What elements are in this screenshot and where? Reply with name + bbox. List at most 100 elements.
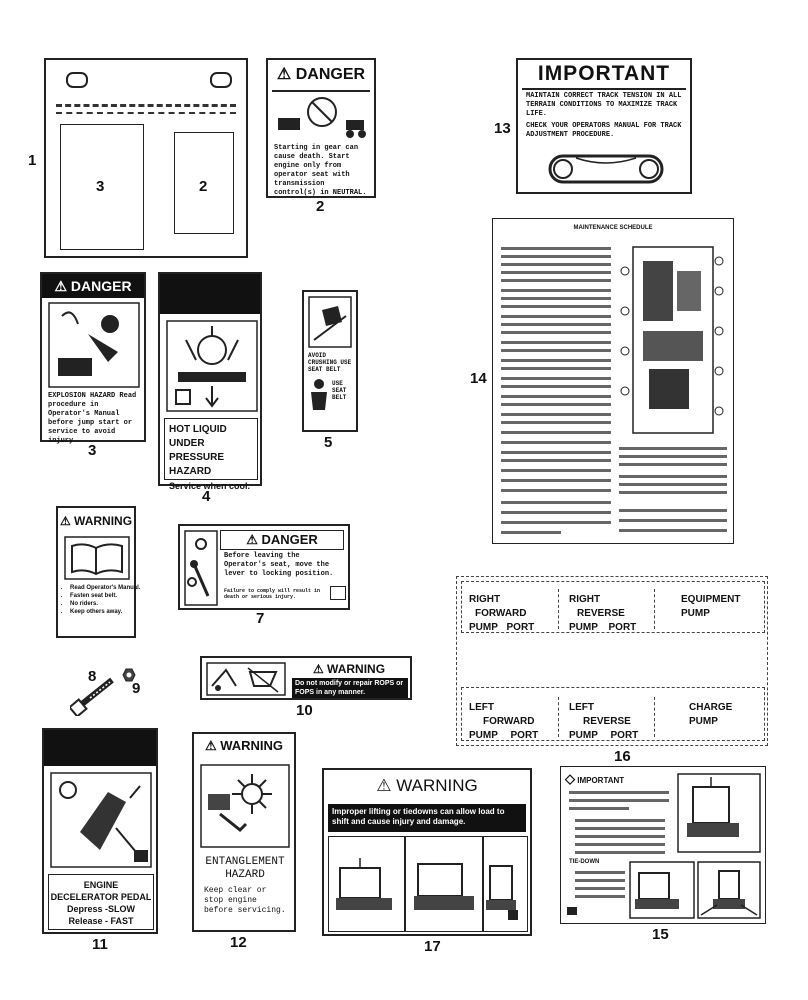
text-line <box>501 367 611 370</box>
depress-slow-text: Depress -SLOW <box>66 904 135 914</box>
tiedown-pictogram-1 <box>629 861 695 919</box>
schedule-title: MAINTENANCE SCHEDULE <box>573 225 653 231</box>
header-rule <box>522 88 686 90</box>
warning-header: ⚠ WARNING <box>194 738 294 754</box>
use-seat-belt-text: USE SEAT BELT <box>332 380 347 401</box>
warning-list: Read Operator's Manual. Fasten seat belt… <box>60 584 144 616</box>
callout-10: 10 <box>296 702 313 719</box>
warning-triangle-icon: ⚠ <box>246 532 258 547</box>
text-line <box>501 459 611 462</box>
entanglement-message: Keep clear or stop engine before servici… <box>204 886 286 915</box>
word: PORT <box>608 622 637 633</box>
text-line <box>501 441 611 444</box>
text-line <box>501 359 611 362</box>
callout-4: 4 <box>202 488 211 505</box>
battery-explosion-pictogram <box>48 302 140 388</box>
label-charge-pump: CHARGE PUMP <box>657 697 761 737</box>
decelerator-pedal-pictogram <box>50 772 152 868</box>
rollover-pictogram <box>308 296 352 348</box>
radiator-spray-pictogram <box>166 320 258 412</box>
callout-16: 16 <box>614 748 631 765</box>
word: FORWARD <box>483 716 535 727</box>
text-line <box>501 489 611 492</box>
text-line <box>575 827 665 830</box>
failure-text: Failure to comply will result in death o… <box>224 588 321 600</box>
text-line <box>501 255 611 258</box>
text-line <box>501 349 611 352</box>
warning-header-bar <box>44 730 156 766</box>
callout-12: 12 <box>230 934 247 951</box>
port-row-top <box>461 581 765 633</box>
perforation-line <box>56 104 236 107</box>
lift-pictogram <box>677 773 761 853</box>
warning-header-text: WARNING <box>74 514 133 528</box>
danger-header-text: DANGER <box>295 66 366 83</box>
decal-warning-manual: ⚠ WARNING Read Operator's Manual. Fasten… <box>56 506 140 638</box>
danger-header: ⚠ DANGER <box>42 274 144 298</box>
tiedown-pictogram-2 <box>697 861 761 919</box>
callout-14: 14 <box>470 370 487 387</box>
sheet-panel-2 <box>174 132 234 234</box>
entanglement-title: ENTANGLEMENT HAZARD <box>205 856 285 881</box>
callout-17: 17 <box>424 938 441 955</box>
text-line <box>501 521 611 524</box>
text-line <box>575 871 625 874</box>
decal-sheet-1: 3 2 <box>44 58 248 258</box>
decal-16-pump-ports: RIGHT FORWARD PUMP PORT RIGHT REVERSE PU… <box>456 576 768 746</box>
text-line <box>575 887 625 890</box>
open-book-icon <box>64 536 130 580</box>
text-line <box>501 421 611 424</box>
callout-1: 1 <box>28 152 37 169</box>
lift-panel-1 <box>328 836 406 932</box>
text-line <box>501 413 611 416</box>
danger-header-text: DANGER <box>70 278 132 294</box>
list-item: Read Operator's Manual. <box>70 584 144 592</box>
text-line <box>619 529 727 532</box>
warning-triangle-icon: ⚠ <box>312 662 324 676</box>
explosion-message: EXPLOSION HAZARD Read procedure in Opera… <box>48 392 137 445</box>
decal-17-lifting-warning: ⚠ WARNING Improper lifting or tiedowns c… <box>322 768 532 936</box>
fan-entanglement-pictogram <box>200 764 290 848</box>
text-line <box>575 851 665 854</box>
service-cool-text: Service when cool. <box>169 481 251 491</box>
lift-panel-3 <box>482 836 528 932</box>
decal-15-important-tiedown: ◇ IMPORTANT TIE-DOWN <box>560 766 766 924</box>
text-line <box>569 799 669 802</box>
word: PORT <box>610 730 639 741</box>
callout-13: 13 <box>494 120 511 137</box>
important-header: ◇ IMPORTANT <box>565 771 624 787</box>
text-line <box>501 297 611 300</box>
callout-8: 8 <box>88 668 97 685</box>
hot-liquid-panel: HOT LIQUID UNDER PRESSURE HAZARD Service… <box>164 418 258 491</box>
lift-panel-2 <box>404 836 484 932</box>
warning-triangle-icon: ⚠ <box>204 738 217 753</box>
danger-header: ⚠ DANGER <box>220 530 344 550</box>
dozer-lifting-pictogram <box>336 858 518 920</box>
pedal-title: ENGINE DECELERATOR PEDAL <box>50 880 152 902</box>
pedal-text-panel: ENGINE DECELERATOR PEDAL Depress -SLOW R… <box>48 874 154 930</box>
text-line <box>501 479 611 482</box>
tiedown-subhead: TIE-DOWN <box>569 859 600 865</box>
tractor-crush-pictogram <box>278 97 366 138</box>
text-line <box>501 385 611 388</box>
list-item: Fasten seat belt. <box>70 592 144 600</box>
decal-11-engine-decelerator: ENGINE DECELERATOR PEDAL Depress -SLOW R… <box>42 728 158 934</box>
sheet-slot-right <box>210 72 232 88</box>
hot-liquid-text: HOT LIQUID UNDER PRESSURE HAZARD <box>169 424 227 477</box>
text-line <box>501 323 611 326</box>
sheet-slot-left <box>66 72 88 88</box>
text-line <box>501 247 611 250</box>
text-line <box>501 469 611 472</box>
diamond-icon: ◇ <box>565 771 575 786</box>
word: PUMP <box>469 622 498 633</box>
decal-12-entanglement: ⚠ WARNING ENTANGLEMENT HAZARD Keep clear… <box>192 732 296 932</box>
decal-5-seat-belt: AVOID CRUSHING USE SEAT BELT USE SEAT BE… <box>302 290 358 432</box>
text-line <box>569 791 669 794</box>
perforation-line <box>56 112 236 114</box>
text-line <box>619 519 727 522</box>
text-line <box>501 431 611 434</box>
avoid-crushing-text: AVOID CRUSHING USE SEAT BELT <box>308 352 352 373</box>
text-line <box>501 377 611 380</box>
lever-pictogram <box>184 530 218 606</box>
callout-5: 5 <box>324 434 333 451</box>
